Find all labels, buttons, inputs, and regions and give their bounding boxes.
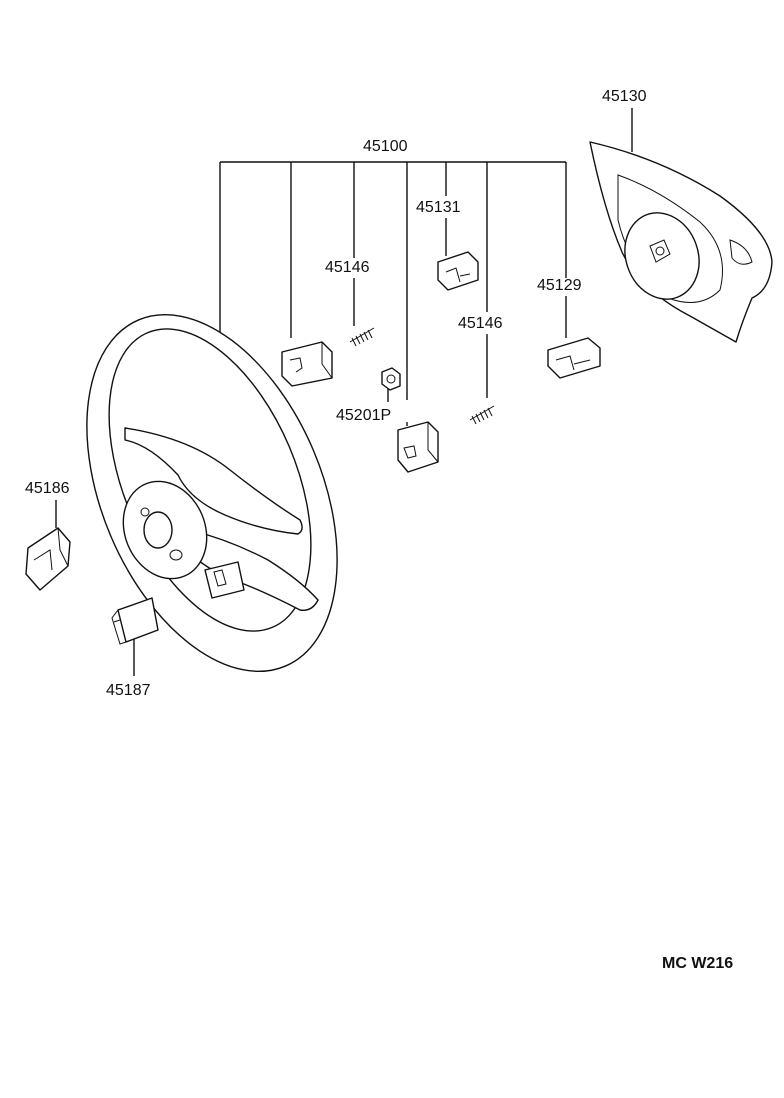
horn-button-left [281, 341, 333, 387]
nut-45201p [381, 367, 401, 391]
horn-pad-45130 [589, 141, 773, 343]
switch-45129 [547, 337, 601, 379]
leader-45100 [219, 161, 567, 400]
label-45187: 45187 [106, 682, 151, 699]
label-45130: 45130 [602, 88, 647, 105]
label-45186: 45186 [25, 480, 70, 497]
cover-45187 [111, 597, 159, 645]
label-45129: 45129 [537, 277, 582, 294]
label-45201p: 45201P [336, 407, 391, 424]
steering-wheel [86, 313, 338, 673]
cover-45186 [25, 527, 71, 591]
label-45100: 45100 [363, 138, 408, 155]
spring-45146-upper [349, 327, 375, 347]
label-45146-upper: 45146 [325, 259, 370, 276]
diagram-code: MC W216 [662, 955, 733, 972]
switch-45131 [437, 251, 479, 291]
spring-45146-lower [469, 405, 495, 425]
label-45131: 45131 [416, 199, 461, 216]
label-45146-lower: 45146 [458, 315, 503, 332]
horn-button-center [397, 421, 439, 473]
leader-lines [55, 108, 633, 676]
